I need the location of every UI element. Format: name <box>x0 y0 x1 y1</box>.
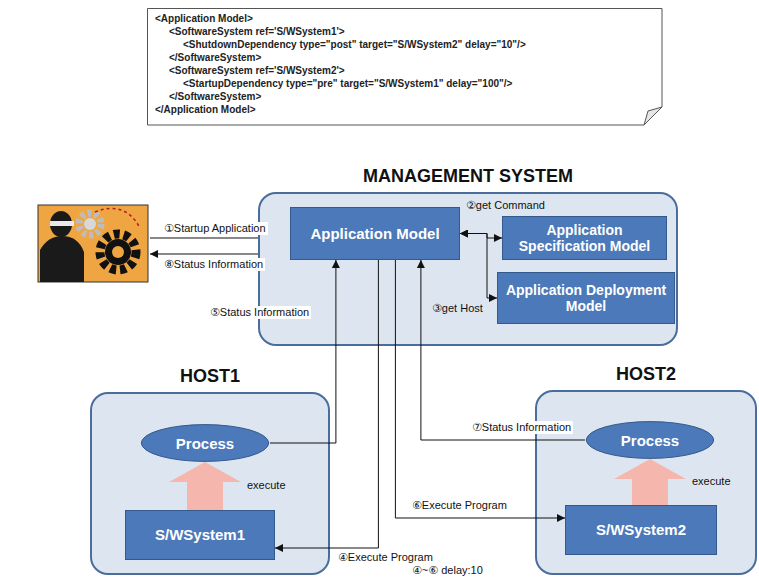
xml-line: <SoftwareSystem ref='S/WSystem1'> <box>155 25 655 38</box>
note-shape <box>148 9 663 126</box>
xml-line: <Application Model> <box>155 12 655 25</box>
software-box: S/WSystem2 <box>565 505 717 555</box>
edge-label: ⑦Status Information <box>470 421 573 434</box>
software-box: S/WSystem1 <box>125 510 275 560</box>
ellipse-shape <box>141 425 268 462</box>
xml-note: <Application Model><SoftwareSystem ref='… <box>147 8 663 126</box>
xml-line: </Application Model> <box>155 103 655 116</box>
process-label: Process <box>176 435 234 452</box>
edge-label: ④Execute Program <box>336 551 435 564</box>
box-label: Application Deployment Model <box>498 282 674 314</box>
note-fold <box>644 107 662 125</box>
box-label: S/WSystem1 <box>155 526 245 543</box>
callout-label: ④~⑥ delay:10 <box>410 564 485 577</box>
connector-line <box>275 260 378 548</box>
process-ellipse: Process <box>585 420 715 460</box>
operator-icon <box>38 205 148 282</box>
callout-label: ⑧Status Information <box>162 258 265 271</box>
box-label: S/WSystem2 <box>596 521 686 538</box>
frame-title: MANAGEMENT SYSTEM <box>260 166 676 187</box>
connector-line <box>460 234 497 299</box>
edge-label: ②get Command <box>464 199 547 212</box>
process-ellipse: Process <box>140 423 270 463</box>
xml-line: </SoftwareSystem> <box>155 90 655 103</box>
connector-line <box>460 234 502 239</box>
frame-title: HOST2 <box>537 364 755 385</box>
frame-title: HOST1 <box>92 366 328 387</box>
xml-line: </SoftwareSystem> <box>155 51 655 64</box>
edge-label: execute <box>690 475 733 487</box>
box-label: Application Model <box>310 225 439 242</box>
model-box: Application Specification Model <box>502 216 667 260</box>
edge-label: ⑤Status Information <box>208 306 311 319</box>
execute-arrow <box>614 459 686 505</box>
box-label: Application Specification Model <box>503 222 666 254</box>
ellipse-shape <box>586 422 713 459</box>
connector-line <box>270 260 336 443</box>
system-frame: MANAGEMENT SYSTEMApplication ModelApplic… <box>258 192 678 346</box>
callout-label: ①Startup Application <box>162 222 268 235</box>
xml-line: <ShutdownDependency type="post" target="… <box>155 38 655 51</box>
xml-line: <SoftwareSystem ref='S/WSystem2'> <box>155 64 655 77</box>
edge-label: execute <box>245 479 288 491</box>
execute-arrow <box>169 462 241 510</box>
model-box: Application Model <box>290 207 460 260</box>
model-box: Application Deployment Model <box>497 272 675 324</box>
edge-label: ③get Host <box>430 302 485 315</box>
connector-line <box>421 260 585 440</box>
xml-line: <StartupDependency type="pre" target="S/… <box>155 77 655 90</box>
edge-label: ⑥Execute Program <box>410 499 509 512</box>
process-label: Process <box>621 432 679 449</box>
